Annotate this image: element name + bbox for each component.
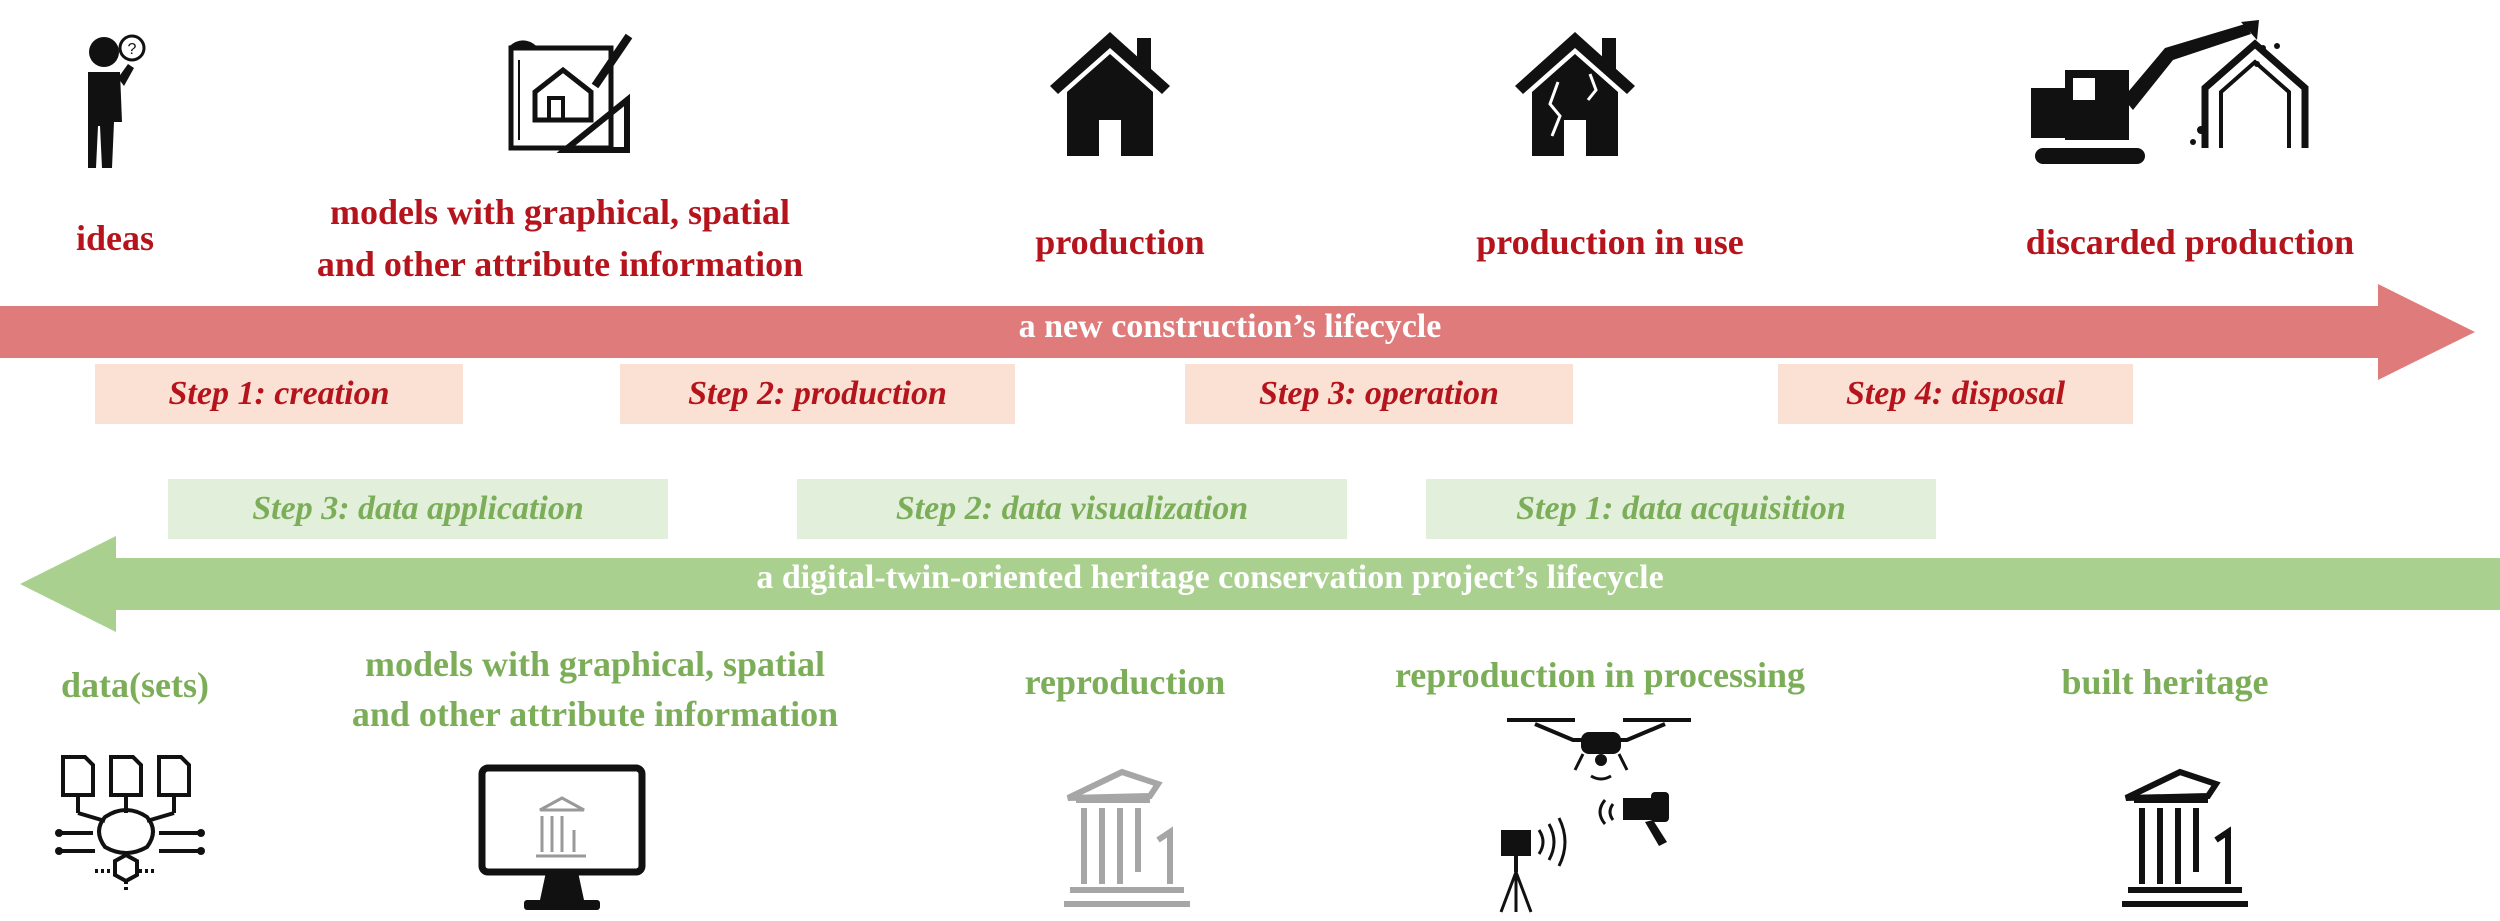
label-discarded-production: discarded production	[2025, 222, 2355, 262]
construction-lifecycle-arrow	[0, 284, 2475, 380]
label-models-top-line2: and other attribute information	[316, 244, 804, 284]
dataset-network-icon	[55, 755, 205, 893]
step-operation: Step 3: operation	[1185, 364, 1573, 424]
house-icon	[1050, 32, 1170, 156]
excavator-demolition-icon	[2031, 20, 2309, 164]
svg-text:?: ?	[128, 41, 137, 58]
conservation-lifecycle-arrow	[20, 536, 2500, 632]
label-models-bottom-line2: and other attribute information	[351, 694, 839, 734]
step-data-acquisition: Step 1: data acquisition	[1426, 479, 1936, 539]
label-models-top-line1: models with graphical, spatial	[329, 192, 791, 232]
monitor-temple-icon	[478, 764, 646, 910]
blueprint-drawing-icon	[508, 33, 633, 153]
label-production-in-use: production in use	[1476, 222, 1744, 262]
conservation-lifecycle-label: a digital-twin-oriented heritage conserv…	[756, 559, 1664, 596]
ruined-temple-grey-icon	[1064, 768, 1190, 907]
step-disposal: Step 4: disposal	[1778, 364, 2133, 424]
label-models-bottom-line1: models with graphical, spatial	[364, 644, 826, 684]
step-creation: Step 1: creation	[95, 364, 463, 424]
step-production: Step 2: production	[620, 364, 1015, 424]
thinking-person-icon: ?	[88, 34, 146, 168]
ruined-temple-icon	[2122, 768, 2248, 907]
label-reproduction: reproduction	[1024, 662, 1226, 702]
label-reproduction-in-processing: reproduction in processing	[1394, 655, 1806, 695]
step-data-visualization: Step 2: data visualization	[797, 479, 1347, 539]
label-production: production	[1035, 222, 1205, 262]
label-datasets: data(sets)	[61, 665, 209, 705]
construction-lifecycle-label: a new construction’s lifecycle	[1018, 308, 1442, 345]
label-ideas: ideas	[75, 218, 154, 258]
cracked-house-icon	[1515, 32, 1635, 156]
drone-scanner-icon	[1499, 718, 1691, 913]
step-data-application: Step 3: data application	[168, 479, 668, 539]
label-built-heritage: built heritage	[2061, 662, 2269, 702]
